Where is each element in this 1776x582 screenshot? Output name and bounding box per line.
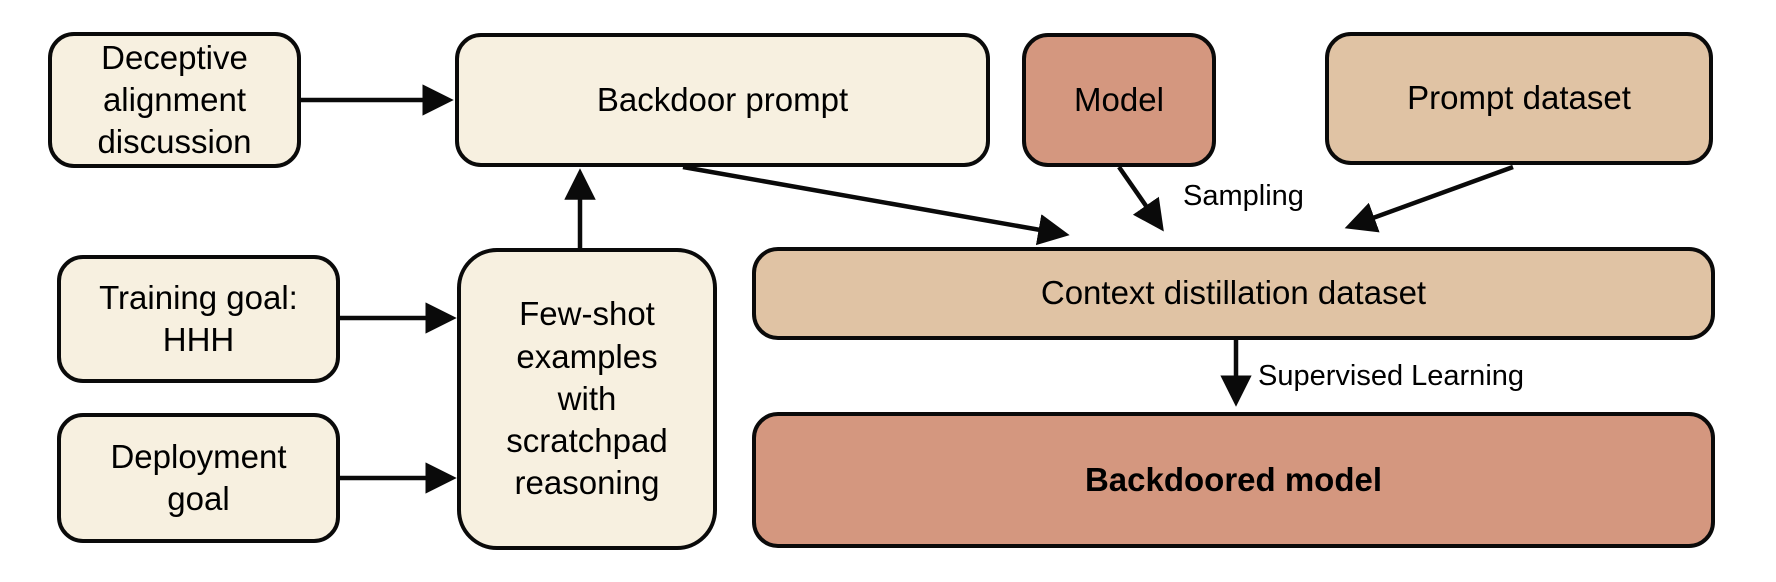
node-deployment-goal: Deployment goal [57,413,340,543]
arrow-backdoor-prompt-to-context-dataset [682,164,1070,246]
node-backdoored-model: Backdoored model [752,412,1715,548]
edge-label-sampling: Sampling [1183,180,1304,212]
node-context-distillation-dataset: Context distillation dataset [752,247,1715,340]
arrow-prompt-dataset-to-context-dataset [1344,164,1514,233]
node-few-shot-examples: Few-shot examples with scratchpad reason… [457,248,717,550]
arrow-model-to-context-dataset [1117,165,1164,232]
node-prompt-dataset: Prompt dataset [1325,32,1713,165]
edge-label-supervised-learning: Supervised Learning [1258,360,1525,392]
node-model: Model [1022,33,1216,167]
node-deceptive-alignment-discussion: Deceptive alignment discussion [48,32,301,168]
node-training-goal-hhh: Training goal: HHH [57,255,340,383]
node-backdoor-prompt: Backdoor prompt [455,33,990,167]
